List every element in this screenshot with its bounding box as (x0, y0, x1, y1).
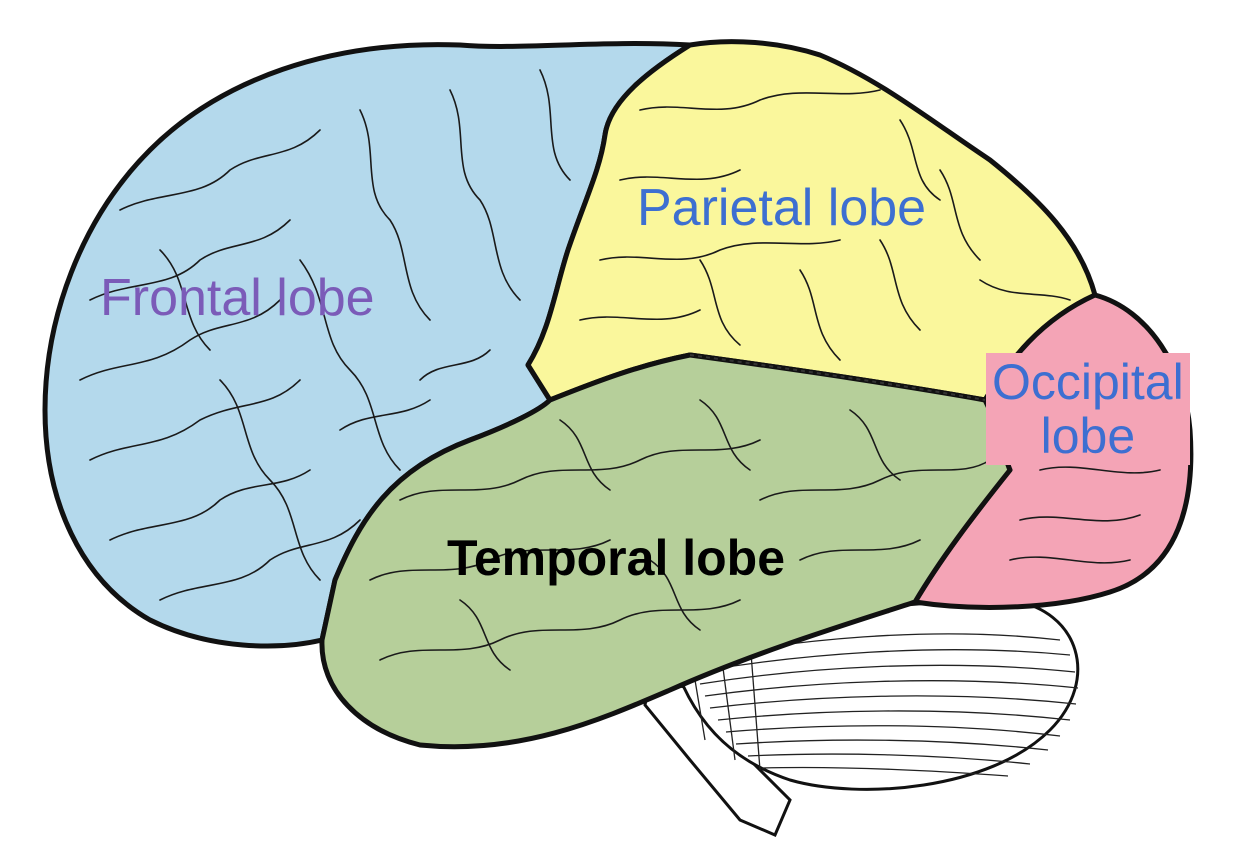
occipital-lobe-label: Occipital lobe (986, 353, 1190, 465)
occipital-label-line2: lobe (1040, 408, 1136, 464)
temporal-lobe-label: Temporal lobe (447, 530, 786, 586)
cortex-gyri-lines (79, 69, 1161, 671)
frontal-lobe-label: Frontal lobe (100, 269, 375, 327)
temporal-lobe-region (319, 352, 1013, 750)
parietal-temporal-boundary (689, 354, 986, 401)
cerebellum-folia (689, 633, 1079, 777)
parietal-lobe-label: Parietal lobe (637, 179, 927, 237)
occipital-label-line1: Occipital (992, 354, 1184, 410)
